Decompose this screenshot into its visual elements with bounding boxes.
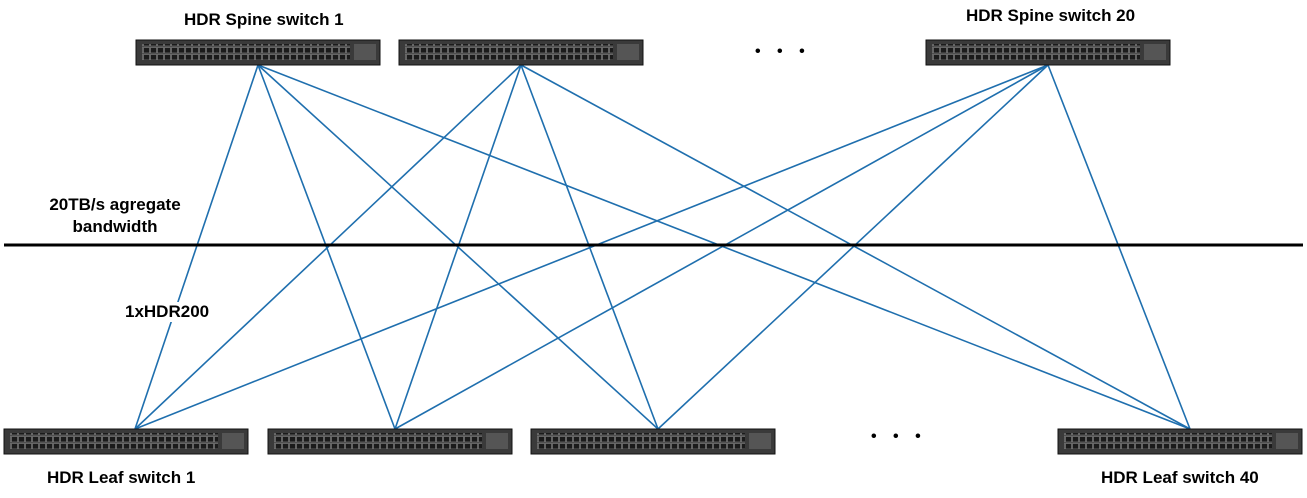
leaf-ellipsis: • • • [871,428,927,445]
spine-switch-20-label: HDR Spine switch 20 [966,6,1136,25]
link-spine-2-leaf-4 [520,64,1191,430]
link-spine-3-leaf-4 [1047,64,1191,430]
link-type-label: 1xHDR200 [125,302,210,322]
leaf-switch-3[interactable] [530,428,776,455]
spine-switch-20[interactable] [925,39,1171,66]
link-spine-3-leaf-1 [134,64,1049,430]
spine-switch-2[interactable] [398,39,644,66]
link-spine-1-leaf-2 [257,64,396,430]
spine-ellipsis: • • • [755,43,811,60]
spine-switch-1[interactable] [135,39,381,66]
leaf-switch-1-label: HDR Leaf switch 1 [47,468,196,487]
leaf-switch-2[interactable] [267,428,513,455]
link-spine-1-leaf-4 [257,64,1191,430]
leaf-switch-40[interactable] [1057,428,1303,455]
link-spine-2-leaf-1 [134,64,522,430]
spine-switch-1-label: HDR Spine switch 1 [184,10,344,29]
aggregate-bandwidth-line-2: bandwidth [72,217,158,236]
aggregate-bandwidth-label: 20TB/s agregate bandwidth [25,194,205,238]
link-spine-3-leaf-2 [394,64,1049,430]
link-spine-3-leaf-3 [657,64,1049,430]
aggregate-bandwidth-line-1: 20TB/s agregate [49,195,181,214]
leaf-switch-40-label: HDR Leaf switch 40 [1101,468,1259,487]
link-lines [134,64,1191,430]
link-spine-2-leaf-2 [394,64,522,430]
leaf-switch-1[interactable] [3,428,249,455]
link-spine-1-leaf-1 [134,64,259,430]
